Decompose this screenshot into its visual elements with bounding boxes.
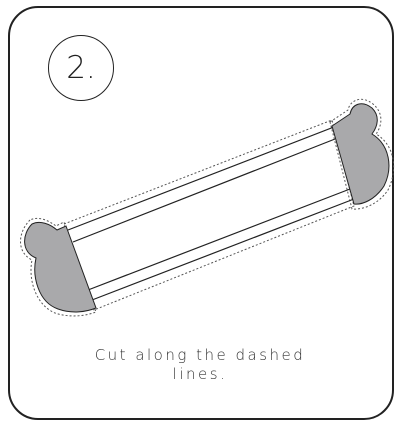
instruction-text: Cut along the dashed lines. xyxy=(40,346,360,384)
paper-strip-icon xyxy=(68,127,354,300)
left-tab-icon xyxy=(25,222,96,312)
instruction-line-1: Cut along the dashed xyxy=(40,346,360,365)
instruction-line-2: lines. xyxy=(40,365,360,384)
right-tab-icon xyxy=(332,104,389,204)
